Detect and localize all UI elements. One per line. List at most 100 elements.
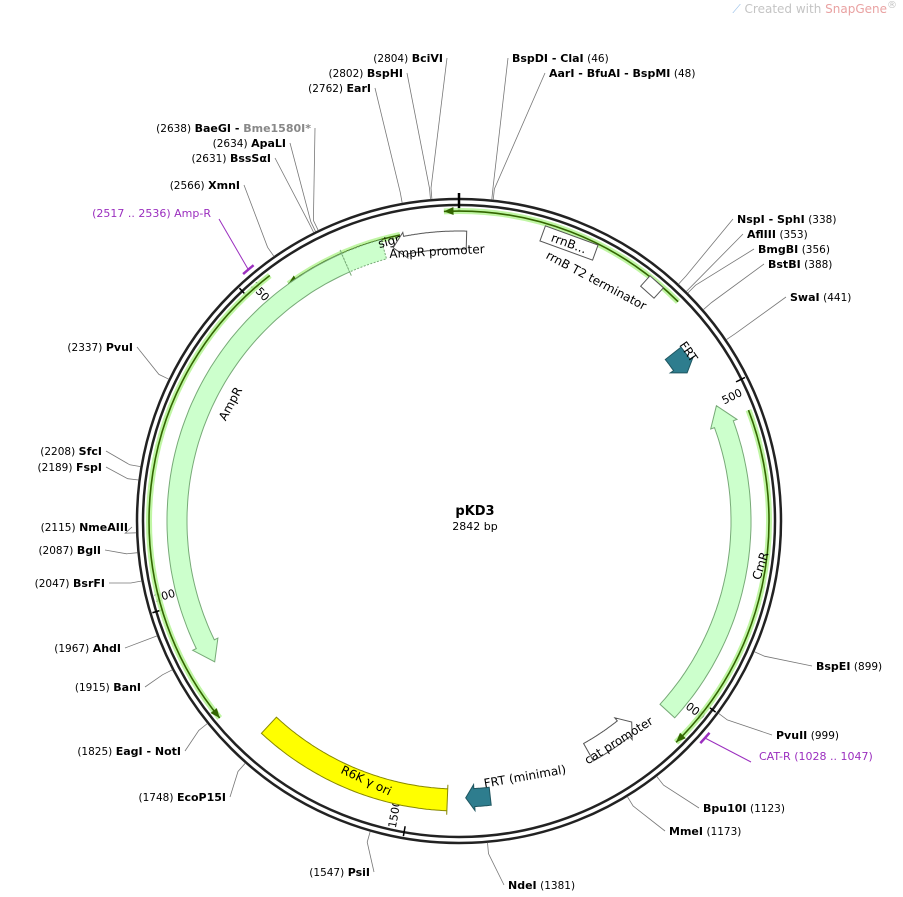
primer-layer[interactable]: (2517 .. 2536) Amp-R CAT-R (1028 .. 1047) <box>92 207 873 763</box>
primer-label: CAT-R (1028 .. 1047) <box>759 750 873 763</box>
site-name: BspEI <box>816 660 850 673</box>
watermark-logo-icon: ⟋ <box>732 2 745 16</box>
site-bspei[interactable]: BspEI (899) <box>754 651 882 673</box>
site-name: AhdI <box>93 642 121 655</box>
site-connector <box>686 233 744 292</box>
site-label: BspDI - ClaI (46) <box>512 52 609 65</box>
tick-label: 500 <box>720 386 745 407</box>
site-label: (2208) SfcI <box>40 445 102 458</box>
site-label: MmeI (1173) <box>669 825 741 838</box>
site-bstbi[interactable]: BstBI (388) <box>703 258 832 311</box>
site-eagi[interactable]: (1825) EagI - NotI <box>77 723 208 759</box>
site-apali[interactable]: (2634) ApaLI <box>213 137 316 232</box>
site-position: (1173) <box>706 826 741 838</box>
site-position: (2115) <box>41 522 76 534</box>
site-pvui[interactable]: (2337) PvuI <box>67 341 169 380</box>
feature-r6k-ori[interactable] <box>260 716 449 815</box>
site-eari[interactable]: (2762) EarI <box>308 82 403 204</box>
site-label: (2638) BaeGI - Bme1580I* <box>156 122 311 135</box>
site-bani[interactable]: (1915) BanI <box>75 669 173 694</box>
site-label: (1915) BanI <box>75 681 141 694</box>
site-position: (2804) <box>373 53 408 65</box>
site-label: BstBI (388) <box>768 258 832 271</box>
site-connector <box>703 263 765 311</box>
primer-amp-r[interactable]: (2517 .. 2536) Amp-R <box>92 207 255 276</box>
feature-cmr[interactable] <box>659 404 752 719</box>
site-connector <box>289 142 316 232</box>
site-label: (2762) EarI <box>308 82 371 95</box>
site-psii[interactable]: (1547) PsiI <box>309 831 375 880</box>
site-aari[interactable]: AarI - BfuAI - BspMI (48) <box>492 67 695 200</box>
site-ndei[interactable]: NdeI (1381) <box>487 842 576 892</box>
site-label: (2634) ApaLI <box>213 137 286 150</box>
site-bpu10i[interactable]: Bpu10I (1123) <box>656 776 785 815</box>
site-name: XmnI <box>208 179 240 192</box>
site-name: PsiI <box>348 866 370 879</box>
feature-cat-promoter[interactable] <box>582 716 633 762</box>
feature-frt[interactable] <box>664 346 695 374</box>
site-afliii[interactable]: AflIII (353) <box>686 228 808 292</box>
feature-ampr[interactable] <box>166 252 351 663</box>
site-connector <box>726 296 787 341</box>
feature-label-frt-minimal: FRT (minimal) <box>483 762 567 790</box>
site-name: BmgBI <box>758 243 798 256</box>
site-name: BsrFI <box>73 577 105 590</box>
site-connector <box>184 723 208 752</box>
site-position: (2634) <box>213 138 248 150</box>
site-name: SwaI <box>790 291 820 304</box>
site-label: (1825) EagI - NotI <box>77 745 181 758</box>
feature-frt-minimal[interactable] <box>465 782 492 813</box>
site-swai[interactable]: SwaI (441) <box>726 291 851 341</box>
site-position: (1381) <box>540 880 575 892</box>
restriction-sites[interactable]: BspDI - ClaI (46) AarI - BfuAI - BspMI (4… <box>35 52 883 892</box>
site-bspdi[interactable]: BspDI - ClaI (46) <box>491 52 609 200</box>
site-connector <box>312 127 319 231</box>
site-connector <box>144 669 173 688</box>
site-extra: - BfuAI - BspMI <box>574 67 670 80</box>
site-label: (2566) XmnI <box>170 179 240 192</box>
site-label: (1547) PsiI <box>309 866 370 879</box>
plasmid-name: pKD3 <box>455 504 494 519</box>
site-bgli[interactable]: (2087) BglI <box>38 544 138 557</box>
site-sfci[interactable]: (2208) SfcI <box>40 445 141 467</box>
site-label: AflIII (353) <box>747 228 808 241</box>
site-position: (999) <box>811 730 839 742</box>
feature-ampr-promoter[interactable] <box>392 230 468 260</box>
site-bsphi[interactable]: (2802) BspHI <box>328 67 431 200</box>
feature-signal[interactable] <box>339 239 388 276</box>
site-nspi[interactable]: NspI - SphI (338) <box>678 213 837 285</box>
site-nmeaiii[interactable]: (2115) NmeAIII <box>41 521 137 534</box>
site-label: (2631) BssSαI <box>192 152 271 165</box>
primer-name: CAT-R <box>759 750 791 763</box>
site-bsssαi[interactable]: (2631) BssSαI <box>192 152 315 233</box>
primer-cat-r[interactable]: CAT-R (1028 .. 1047) <box>699 731 873 763</box>
site-extra: - SphI <box>765 213 805 226</box>
site-position: (2189) <box>38 462 73 474</box>
site-label: (2115) NmeAIII <box>41 521 128 534</box>
site-connector <box>754 651 813 667</box>
site-fspi[interactable]: (2189) FspI <box>38 461 139 481</box>
site-label: Bpu10I (1123) <box>703 802 785 815</box>
site-baegi[interactable]: (2638) BaeGI - Bme1580I* <box>156 122 319 231</box>
site-position: (1825) <box>77 746 112 758</box>
site-name: BaeGI <box>195 122 231 135</box>
site-bsrfi[interactable]: (2047) BsrFI <box>35 577 142 590</box>
site-connector <box>124 635 158 649</box>
site-ecop15i[interactable]: (1748) EcoP15I <box>139 762 246 804</box>
primer-name: Amp-R <box>174 207 211 220</box>
site-ahdi[interactable]: (1967) AhdI <box>54 635 158 655</box>
site-xmni[interactable]: (2566) XmnI <box>170 179 275 257</box>
site-bcivi[interactable]: (2804) BciVI <box>373 52 448 200</box>
snapgene-watermark: ⟋ Created with SnapGene® <box>732 0 897 17</box>
site-bmgbi[interactable]: BmgBI (356) <box>687 243 830 294</box>
site-pvuii[interactable]: PvuII (999) <box>718 712 839 742</box>
feature-rrnb-t2-box[interactable] <box>639 275 665 299</box>
site-name: AflIII <box>747 228 776 241</box>
site-name: PvuII <box>776 729 807 742</box>
site-position: (2566) <box>170 180 205 192</box>
site-mmei[interactable]: MmeI (1173) <box>627 796 741 838</box>
primer-range: (1028 .. 1047) <box>794 750 873 763</box>
site-extra: - NotI <box>143 745 181 758</box>
